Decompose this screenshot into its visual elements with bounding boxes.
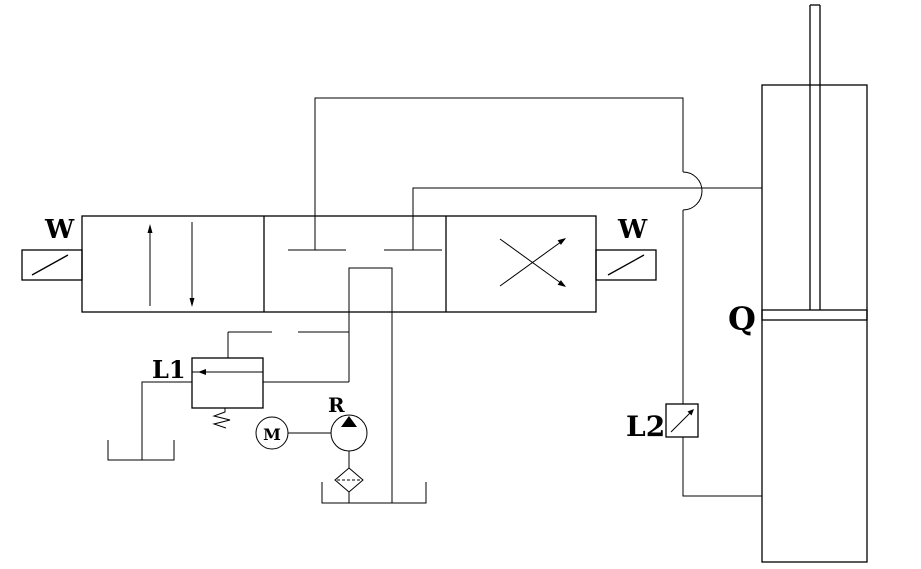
left-solenoid [21,249,83,281]
cylinder-label: Q [728,300,756,338]
pump [330,414,368,468]
relief-valve-label: L1 [152,355,186,384]
valve-right-envelope [499,238,566,287]
pump-label: R [328,393,345,417]
solenoid-left-label: W [44,215,75,245]
line-gauge-to-cylinder [682,437,762,497]
relief-valve [141,331,349,460]
pressure-gauge [665,395,699,438]
line-port-a [314,97,684,250]
valve-left-envelope [147,222,195,307]
motor-label: M [263,425,281,444]
right-solenoid [595,249,657,281]
line-pressure-port [348,267,393,503]
relief-tank [107,440,175,461]
line-port-b [412,187,762,250]
solenoid-right-label: W [617,215,648,245]
hydraulic-cylinder [761,4,868,563]
pump-tank [321,482,427,504]
line-crossover-bridge [682,171,703,211]
pressure-gauge-label: L2 [626,410,665,443]
filter-icon [334,467,364,503]
directional-valve [81,215,597,313]
spring-icon [212,408,231,429]
motor [255,416,331,450]
